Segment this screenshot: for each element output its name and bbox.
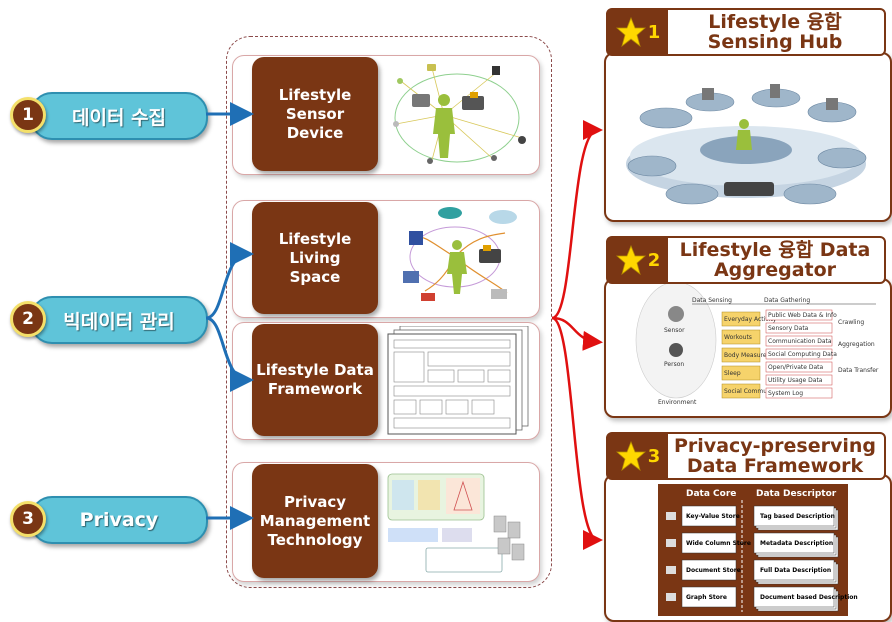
star-icon xyxy=(615,245,646,275)
aggregator-activity: Sleep xyxy=(724,370,741,377)
framework-store-connector xyxy=(666,566,676,574)
step-data-collection: 데이터 수집 xyxy=(30,92,208,140)
aggregator-data-box xyxy=(765,387,833,399)
star-badge: 1 xyxy=(608,10,668,54)
framework-desc-title: Data Descriptor xyxy=(756,489,837,499)
framework-store-box xyxy=(681,559,737,581)
step-privacy: Privacy xyxy=(30,496,208,544)
aggregator-data-item: Social Computing Data xyxy=(768,351,837,358)
sensor-device-illustration xyxy=(393,64,526,164)
aggregator-data-box xyxy=(765,322,833,334)
aggregator-activity: Workouts xyxy=(724,334,752,341)
framework-store: Key-Value Store xyxy=(686,513,740,520)
framework-store-connector xyxy=(666,593,676,601)
privacy-illustration xyxy=(387,473,525,573)
step-number-badge: 2 xyxy=(10,301,46,337)
framework-descriptor: Metadata Description xyxy=(760,540,833,547)
aggregator-activity-box xyxy=(721,365,761,381)
framework-descriptor-sheet xyxy=(753,559,835,581)
step-bigdata-management: 빅데이터 관리 xyxy=(30,296,208,344)
framework-descriptor: Full Data Description xyxy=(760,567,831,574)
aggregator-activity: Body Measurement xyxy=(724,352,783,359)
aggregator-stage-0: Crawling xyxy=(838,319,864,326)
framework-store-box xyxy=(681,505,737,527)
framework-store: Graph Store xyxy=(686,594,727,601)
output-data-aggregator-title: 2 Lifestyle 융합 Data Aggregator xyxy=(606,236,886,284)
aggregator-data-box xyxy=(765,374,833,386)
framework-store: Document Store xyxy=(686,567,741,574)
star-number: 1 xyxy=(647,21,661,43)
aggregator-stage-1: Aggregation xyxy=(838,341,875,348)
framework-descriptor-sheet xyxy=(753,586,835,608)
framework-core-title: Data Core xyxy=(686,489,736,499)
star-icon xyxy=(615,17,646,47)
sensing-hub-image xyxy=(604,52,892,222)
aggregator-data-item: Utility Usage Data xyxy=(768,377,823,384)
step-label: 데이터 수집 xyxy=(71,106,166,129)
data-aggregator-image: Data Sensing Data Gathering Everyday Act… xyxy=(604,278,892,418)
aggregator-activity-box xyxy=(721,329,761,345)
aggregator-header-gathering: Data Gathering xyxy=(764,297,810,304)
framework-store-connector xyxy=(666,539,676,547)
framework-descriptor-sheet xyxy=(753,505,835,527)
aggregator-data-item: Public Web Data & Info xyxy=(768,312,837,319)
aggregator-activity-box xyxy=(721,311,761,327)
framework-descriptor-sheet xyxy=(753,532,835,554)
component-living-space: Lifestyle Living Space xyxy=(252,202,378,314)
aggregator-data-item: Open/Private Data xyxy=(768,364,824,371)
aggregator-data-box xyxy=(765,361,833,373)
output-title-text: Lifestyle 융합 Sensing Hub xyxy=(707,11,843,53)
aggregator-stage-2: Data Transfer xyxy=(838,367,879,374)
living-space-illustration xyxy=(403,207,517,301)
framework-store-box xyxy=(681,586,737,608)
aggregator-data-item: Communication Data xyxy=(768,338,832,345)
star-icon xyxy=(615,441,646,471)
aggregator-activity-box xyxy=(721,383,761,399)
framework-store: Wide Column Store xyxy=(686,540,751,547)
step-number-badge: 1 xyxy=(10,97,46,133)
star-number: 3 xyxy=(647,445,661,467)
step-label: Privacy xyxy=(79,509,159,531)
star-badge: 3 xyxy=(608,434,668,478)
aggregator-data-box xyxy=(765,309,833,321)
framework-store-box xyxy=(681,532,737,554)
aggregator-data-item: System Log xyxy=(768,390,803,397)
component-privacy-technology: Privacy Management Technology xyxy=(252,464,378,578)
star-number: 2 xyxy=(647,249,661,271)
aggregator-data-item: Sensory Data xyxy=(768,325,809,332)
aggregator-activity: Everyday Activity xyxy=(724,316,777,323)
component-data-framework: Lifestyle Data Framework xyxy=(252,324,378,436)
framework-descriptor: Document based Description xyxy=(760,594,858,601)
aggregator-actor-1: Person xyxy=(664,361,684,368)
output-title-text: Privacy-preserving Data Framework xyxy=(674,435,876,477)
aggregator-data-box xyxy=(765,335,833,347)
star-badge: 2 xyxy=(608,238,668,282)
aggregator-actor-0: Sensor xyxy=(664,327,685,334)
output-sensing-hub-title: 1 Lifestyle 융합 Sensing Hub xyxy=(606,8,886,56)
output-data-framework-title: 3 Privacy-preserving Data Framework xyxy=(606,432,886,480)
step-label: 빅데이터 관리 xyxy=(63,310,175,333)
component-group-frame xyxy=(226,36,552,588)
aggregator-activity: Social Communication xyxy=(724,388,791,395)
aggregator-actor-2: Environment xyxy=(658,399,697,406)
step-number-badge: 3 xyxy=(10,501,46,537)
data-framework-illustration xyxy=(387,326,529,435)
aggregator-activity-box xyxy=(721,347,761,363)
output-title-text: Lifestyle 융합 Data Aggregator xyxy=(679,239,871,281)
data-framework-diagram: Data Core Data Descriptor Key-Value Stor… xyxy=(604,474,892,622)
framework-store-connector xyxy=(666,512,676,520)
aggregator-header-sensing: Data Sensing xyxy=(692,297,732,304)
framework-descriptor: Tag based Description xyxy=(760,513,835,520)
aggregator-data-box xyxy=(765,348,833,360)
component-sensor-device: Lifestyle Sensor Device xyxy=(252,57,378,171)
